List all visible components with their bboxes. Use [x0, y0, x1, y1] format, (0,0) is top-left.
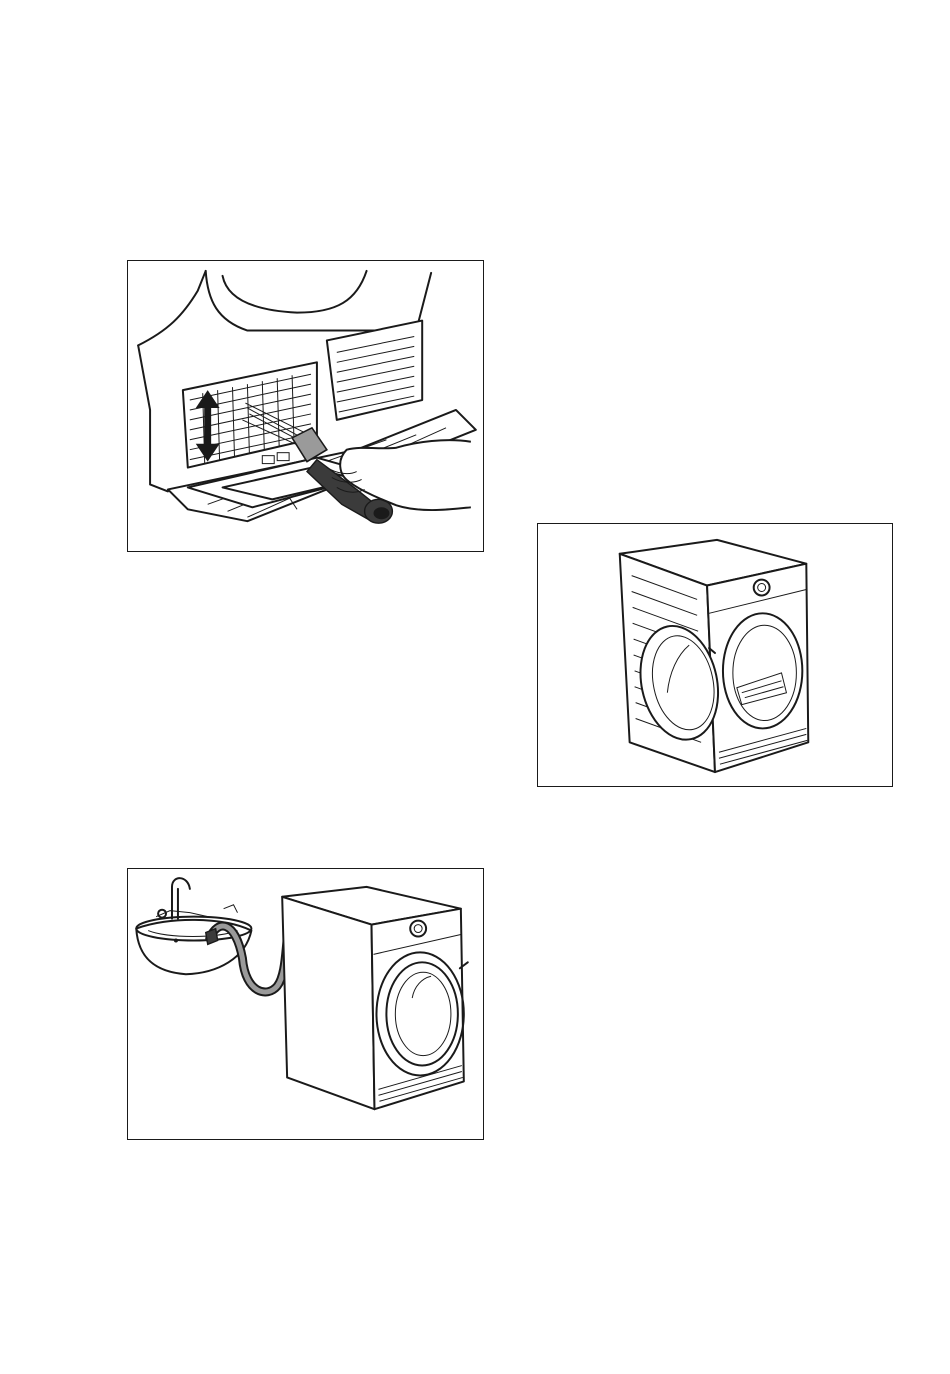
- dryer-open-door-icon: [538, 524, 892, 786]
- filter-cleaning-illustration: [127, 260, 484, 552]
- dryer-filter-icon: [128, 261, 483, 551]
- drain-setup-icon: [128, 869, 483, 1139]
- drain-hose-sink-illustration: [127, 868, 484, 1140]
- dryer-icon: [282, 887, 468, 1109]
- dryer-open-door-illustration: [537, 523, 893, 787]
- faucet-icon: [156, 878, 237, 918]
- sink-icon: [136, 917, 251, 975]
